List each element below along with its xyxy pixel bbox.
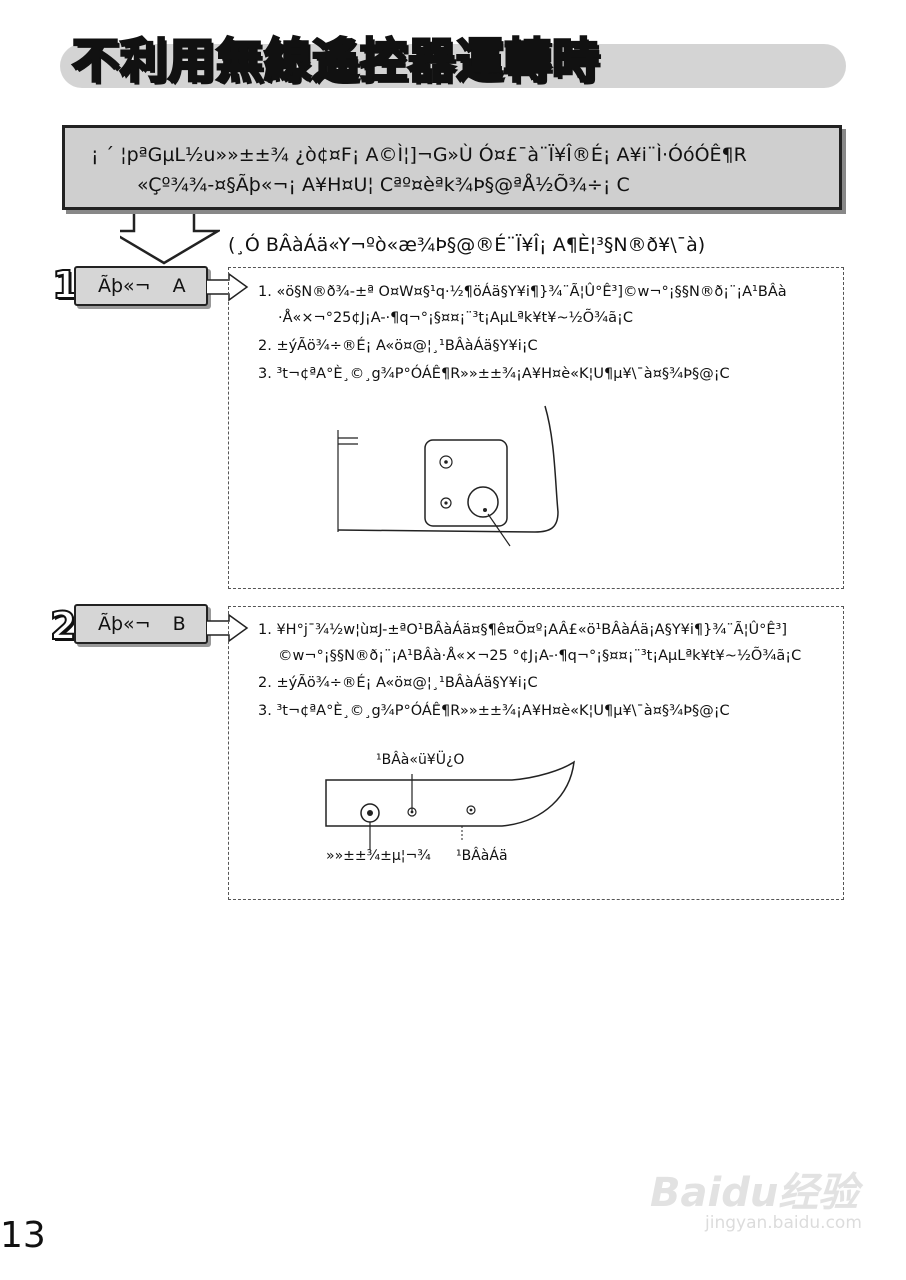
method-b-step-1a: 1. ¥H°j¯¾½w¦ù¤J-±ªO¹BÂàÁä¤§¶ê¤Õ¤º¡AÂ£«ö¹… [258,622,787,638]
watermark-url: jingyan.baidu.com [705,1213,862,1233]
method-b-step-2: 2. ±ýÃö¾÷®É¡ A«ö¤@¦¸¹BÂàÁä§Y¥i¡C [258,675,538,691]
unit-b-illustration [325,760,575,850]
note-line-1: ¡ ´ ¦pªGµL½u»»±±¾ ¿ò¢¤F¡ A©Ì¦]¬G»Ù Ó¤£¯à… [91,144,747,166]
method-a-letter: A [172,275,186,297]
method-b-step-1b: ©w¬°¡§§N®ð¡¨¡A¹BÂà·Å«×¬25 °¢J¡A-·¶q¬°¡§¤… [278,648,802,664]
method-a-step-3: 3. ³t¬¢ªA°È¸©¸g¾P°ÓÁÊ¶R»»±±¾¡A¥H¤è«K¦U¶µ… [258,366,730,382]
unit-a-illustration [337,405,559,547]
watermark-logo: Baidu经验 [650,1170,859,1216]
run-key-label: ¹BÂàÁä [456,848,508,864]
method-b-tab: Ãþ«¬ B [74,604,208,644]
step-number-2: 2 [49,604,77,648]
method-a-step-1b: ·Å«×¬°25¢J¡A-·¶q¬°¡§¤¤¡¨³t¡AµLªk¥t¥~½Õ¾ã… [278,310,633,326]
method-b-step-3: 3. ³t¬¢ªA°È¸©¸g¾P°ÓÁÊ¶R»»±±¾¡A¥H¤è«K¦U¶µ… [258,703,730,719]
note-box: ¡ ´ ¦pªGµL½u»»±±¾ ¿ò¢¤F¡ A©Ì¦]¬G»Ù Ó¤£¯à… [62,125,842,210]
note-line-2: «Çº¾¾-¤§Ãþ«¬¡ A¥H¤U¦ Cªº¤èªk¾Þ§@ªÅ½Õ¾÷¡ … [137,174,630,196]
arrow-right-icon [207,613,249,643]
page-number: 13 [0,1215,46,1256]
down-arrow-icon [120,205,220,265]
method-b-letter: B [172,613,186,635]
receiver-label: »»±±¾±µ¦¬¾ [326,848,431,864]
method-a-step-1a: 1. «ö§N®ð¾-±ª O¤W¤§¹q·½¶öÁä§Y¥i¶}¾¨Ã¦Û°Ê… [258,284,787,300]
method-a-panel [228,267,844,589]
arrow-right-icon [207,272,249,302]
indicator-label: ¹BÂà«ü¥Ü¿O [376,752,465,768]
method-a-label: Ãþ«¬ [98,275,151,297]
title-banner [60,44,846,88]
method-b-label: Ãþ«¬ [98,613,151,635]
sub-note: (¸Ó BÂàÁä«Y¬ºò«æ¾Þ§@®É¨Ï¥Î¡ A¶È¦³§N®ð¥\¯… [228,234,706,256]
method-b-panel [228,606,844,900]
method-a-step-2: 2. ±ýÃö¾÷®É¡ A«ö¤@¦¸¹BÂàÁä§Y¥i¡C [258,338,538,354]
page-title: 不利用無線遙控器運轉時 [71,33,601,91]
method-a-tab: Ãþ«¬ A [74,266,208,306]
